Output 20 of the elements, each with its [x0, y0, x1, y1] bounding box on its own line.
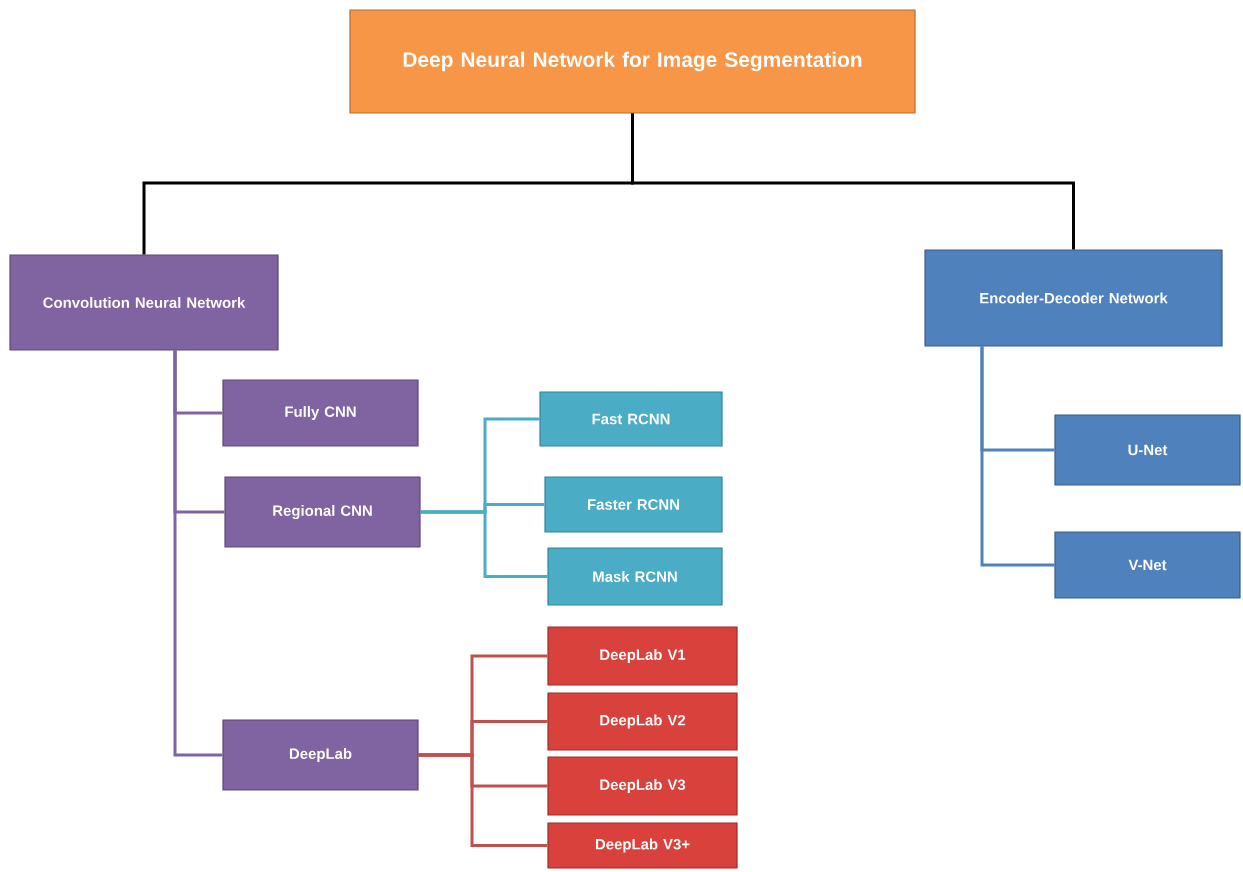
connector-line: [173, 350, 223, 757]
connector-line: [980, 346, 1055, 567]
method-box: U-Net: [1054, 414, 1241, 486]
method-box: Regional CNN: [224, 476, 421, 548]
method-box: DeepLab V3+: [547, 822, 738, 869]
method-box: DeepLab V3: [547, 756, 738, 816]
method-box: V-Net: [1054, 531, 1241, 599]
connector-line: [418, 753, 548, 847]
category-box: Encoder-Decoder Network: [924, 249, 1223, 347]
method-box: DeepLab V1: [547, 626, 738, 686]
method-box: DeepLab V2: [547, 692, 738, 751]
connector-line: [631, 113, 1075, 250]
method-box: Fast RCNN: [539, 391, 723, 447]
title-box: Deep Neural Network for Image Segmentation: [349, 9, 916, 114]
method-box: Faster RCNN: [544, 476, 723, 533]
connector-line: [420, 510, 548, 578]
method-box: Mask RCNN: [547, 547, 723, 606]
method-box: Fully CNN: [222, 379, 419, 447]
category-box: Convolution Neural Network: [9, 254, 279, 351]
method-box: DeepLab: [222, 719, 419, 791]
